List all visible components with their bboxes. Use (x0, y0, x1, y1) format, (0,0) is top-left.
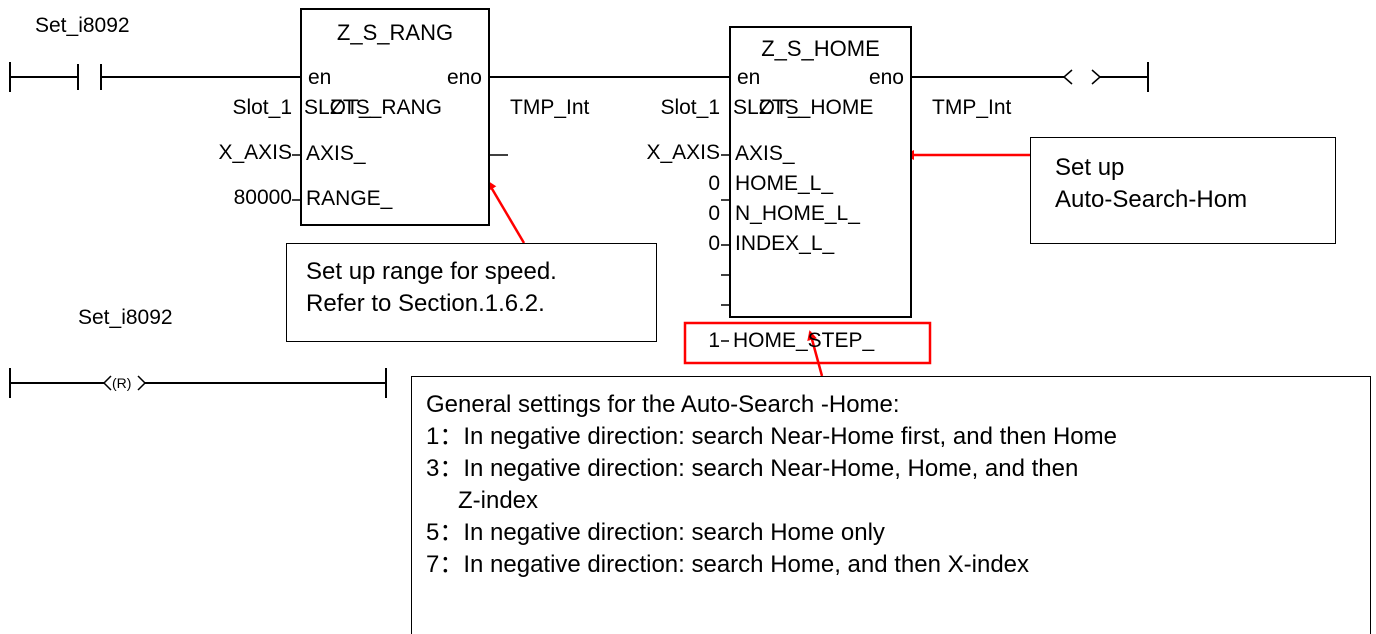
arrow-to-home-step (807, 330, 824, 377)
callout-line: Refer to Section.1.6.2. (306, 290, 545, 317)
home-step-highlight (683, 321, 932, 365)
reset-coil-label: Set_i8092 (78, 306, 173, 329)
callout-line: Set up range for speed. (306, 258, 557, 285)
callout-general-settings: General settings for the Auto-Search -Ho… (411, 376, 1371, 634)
input-home-l-value: 0 (708, 172, 720, 195)
instance-name: ZTS_RANG (330, 96, 443, 119)
input-axis-value: X_AXIS (646, 141, 720, 164)
setting-item: 5：In negative direction: search Home onl… (426, 519, 885, 546)
output-value: TMP_Int (510, 96, 590, 119)
arrow-to-rang (486, 180, 526, 244)
instance-name: ZTS_HOME (759, 96, 874, 119)
reset-coil-right-paren (137, 375, 147, 391)
reset-coil-left-paren (102, 375, 112, 391)
coil-left-paren (1062, 69, 1073, 85)
input-range-value: 80000 (233, 186, 292, 209)
callout-range: Set up range for speed. Refer to Section… (286, 243, 657, 342)
callout-home: Set up Auto-Search-Hom (1030, 137, 1336, 244)
pin-eno: eno (446, 66, 482, 89)
pin-index-l: INDEX_L_ (735, 232, 835, 255)
pin-eno: eno (868, 66, 904, 89)
pin-en: en (308, 66, 332, 89)
input-index-l-value: 0 (708, 232, 720, 255)
function-block-home[interactable]: Z_S_HOME en eno AXIS_ HOME_L_ N_HOME_L_ … (729, 26, 912, 318)
pin-slot: SLOT_ (733, 96, 800, 119)
input-home-step-value: 1 (708, 329, 720, 352)
input-n-home-l-value: 0 (708, 202, 720, 225)
pin-range: RANGE_ (306, 187, 393, 210)
input-slot-value: Slot_1 (660, 96, 720, 119)
setting-item-continuation: Z-index (458, 487, 539, 514)
callout-line: Set up (1055, 154, 1125, 181)
pin-axis: AXIS_ (306, 142, 366, 165)
callout-line: Auto-Search-Hom (1055, 186, 1248, 213)
pin-slot: SLOT_ (304, 96, 371, 119)
setting-item: 7：In negative direction: search Home, an… (426, 551, 1030, 578)
setting-item: 3：In negative direction: search Near-Hom… (426, 455, 1079, 482)
pin-axis: AXIS_ (735, 142, 795, 165)
function-block-rang[interactable]: Z_S_RANG en eno AXIS_ RANGE_ (300, 8, 490, 226)
coil-right-paren (1091, 69, 1102, 85)
output-value: TMP_Int (932, 96, 1012, 119)
pin-en: en (737, 66, 761, 89)
pin-home-l: HOME_L_ (735, 172, 834, 195)
pin-n-home-l: N_HOME_L_ (735, 202, 860, 225)
reset-coil-symbol: (R) (112, 375, 132, 391)
block-title: Z_S_RANG (336, 20, 454, 45)
block-title: Z_S_HOME (761, 36, 880, 61)
contact-label: Set_i8092 (35, 14, 130, 37)
pin-home-step: HOME_STEP_ (733, 329, 875, 352)
callout-title: General settings for the Auto-Search -Ho… (426, 391, 900, 418)
setting-item: 1：In negative direction: search Near-Hom… (426, 423, 1117, 450)
input-axis-value: X_AXIS (218, 141, 292, 164)
input-slot-value: Slot_1 (232, 96, 292, 119)
